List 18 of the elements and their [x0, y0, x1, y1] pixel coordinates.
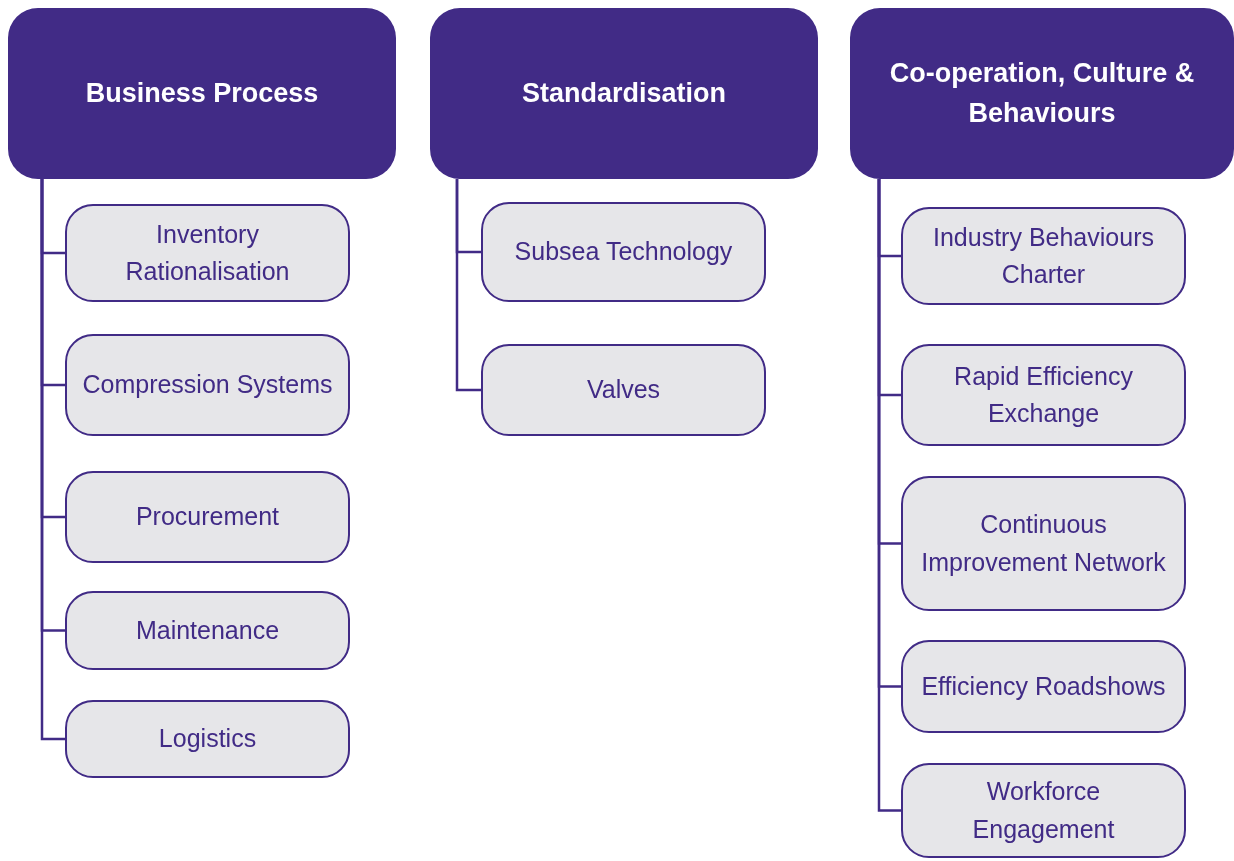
- topic-box: Maintenance: [65, 591, 350, 670]
- topic-box: Subsea Technology: [481, 202, 766, 302]
- topic-box: Efficiency Roadshows: [901, 640, 1186, 733]
- topic-box: Inventory Rationalisation: [65, 204, 350, 302]
- category-header: Business Process: [8, 8, 396, 179]
- category-header: Co-operation, Culture & Behaviours: [850, 8, 1234, 179]
- topic-box: Industry Behaviours Charter: [901, 207, 1186, 305]
- topic-box: Continuous Improvement Network: [901, 476, 1186, 611]
- topic-box: Rapid Efficiency Exchange: [901, 344, 1186, 446]
- topic-box: Procurement: [65, 471, 350, 563]
- connector-line: [455, 179, 481, 392]
- connector-line: [877, 179, 901, 812]
- topic-box: Valves: [481, 344, 766, 436]
- topic-box: Logistics: [65, 700, 350, 778]
- topic-box: Compression Systems: [65, 334, 350, 436]
- connector-line: [40, 179, 65, 741]
- topic-box: Workforce Engagement: [901, 763, 1186, 858]
- category-header: Standardisation: [430, 8, 818, 179]
